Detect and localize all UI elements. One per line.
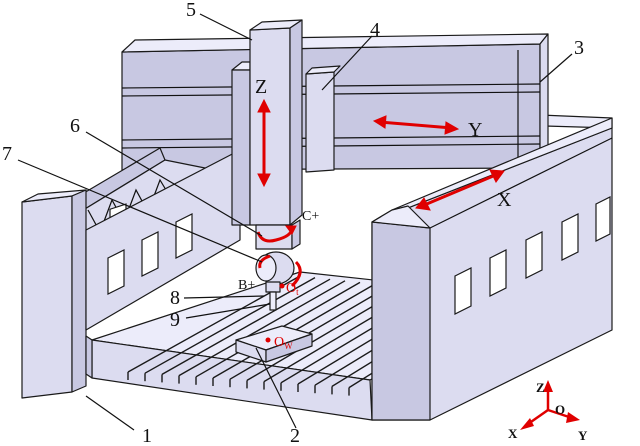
ot-point-icon — [279, 283, 285, 289]
ow-label: OW — [274, 335, 293, 351]
part-number-5: 5 — [186, 0, 196, 21]
workpiece — [235, 325, 313, 363]
c-rotation-arrow — [256, 225, 297, 243]
ow-point-icon — [265, 337, 271, 343]
x-axis-label: X — [497, 189, 512, 211]
saddle — [305, 65, 341, 173]
triad-y-label: Y — [578, 428, 588, 443]
y-axis-label: Y — [468, 119, 482, 141]
triad-o-label: O — [555, 402, 565, 417]
triad-x-label: X — [508, 426, 518, 441]
b-axis-head — [255, 251, 295, 285]
z-axis-label: Z — [255, 76, 267, 98]
b-rotation-arrow — [258, 254, 302, 288]
ot-label: Ot — [286, 281, 299, 297]
part-number-7: 7 — [2, 143, 12, 165]
coordinate-triad: Z O X Y — [508, 380, 588, 443]
x-motion-arrow — [415, 169, 505, 211]
c-plus-label: C+ — [302, 209, 319, 224]
z-motion-arrow — [257, 98, 271, 188]
t-slot — [229, 284, 391, 380]
b-plus-label: B+ — [238, 278, 255, 293]
part-number-4: 4 — [370, 19, 380, 41]
triad-z-label: Z — [536, 380, 545, 395]
part-number-8: 8 — [170, 287, 180, 309]
y-motion-arrow — [372, 115, 460, 135]
left-side-wall — [21, 149, 241, 399]
t-slot — [161, 278, 331, 376]
part-number-2: 2 — [290, 425, 300, 446]
part-number-3: 3 — [574, 37, 584, 59]
part-number-9: 9 — [170, 309, 180, 331]
part-number-1: 1 — [142, 425, 152, 446]
leader-lines — [17, 13, 573, 431]
t-slot — [144, 276, 316, 374]
part-number-6: 6 — [70, 115, 80, 137]
crossbeam — [121, 33, 549, 171]
t-slot — [178, 280, 346, 377]
